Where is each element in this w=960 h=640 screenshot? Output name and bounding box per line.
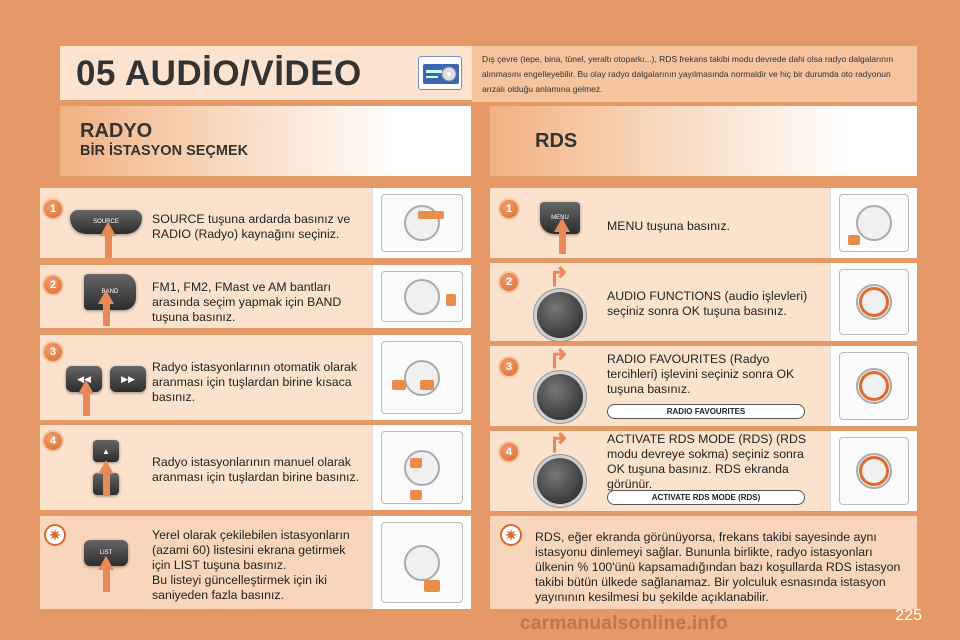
rds-step-4-number: 4 [500, 443, 518, 461]
rds-step-4-illustration [830, 431, 917, 511]
rds-step-2-text: AUDIO FUNCTIONS (audio işlevleri) seçini… [607, 289, 808, 318]
radio-step-2-text: FM1, FM2, FMast ve AM bantları arasında … [152, 280, 342, 324]
title-bar [60, 46, 472, 100]
rotate-arrow-icon: ↱ [548, 344, 570, 374]
radio-favourites-display: RADIO FAVOURITES [607, 404, 805, 419]
step-1-number: 1 [44, 200, 62, 218]
radio-step-4-illustration [372, 425, 471, 510]
seek-forward-button[interactable]: ▶▶ [110, 366, 146, 392]
rds-tip-text: RDS, eğer ekranda görünüyorsa, frekans t… [535, 530, 901, 604]
cd-media-icon [418, 56, 462, 90]
intro-note: Dış çevre (tepe, bina, tünel, yeraltı ot… [472, 46, 917, 102]
step-3-number: 3 [44, 343, 62, 361]
watermark: carmanualsonline.info [520, 613, 728, 634]
tip-lightbulb-icon: ✷ [500, 524, 522, 546]
rotate-arrow-icon: ↱ [548, 262, 570, 292]
rds-step-1-illustration [830, 188, 917, 258]
rds-section-header-shade [490, 106, 850, 176]
rds-step-3-text: RADIO FAVOURITES (Radyo tercihleri) işle… [607, 352, 795, 396]
page-title: 05 AUDİO/VİDEO [76, 54, 362, 93]
manual-up-button[interactable]: ▲ [93, 440, 119, 462]
rds-step-4-text: ACTIVATE RDS MODE (RDS) (RDS modu devrey… [607, 432, 807, 491]
rds-step-3-illustration [830, 346, 917, 426]
radio-step-2-illustration [372, 265, 471, 328]
press-arrow-icon [78, 380, 94, 416]
select-station-subheading: BİR İSTASYON SEÇMEK [80, 143, 249, 159]
radio-tip-illustration [372, 516, 471, 609]
radio-step-4-text: Radyo istasyonlarının manuel olarak aran… [152, 455, 360, 484]
press-arrow-icon [98, 556, 114, 592]
radio-tip-text: Yerel olarak çekilebilen istasyonların (… [152, 528, 350, 602]
radio-section-header-shade [60, 106, 400, 176]
press-arrow-icon [98, 290, 114, 326]
press-arrow-icon [554, 218, 570, 254]
ok-knob[interactable] [537, 458, 583, 504]
radio-step-1-text: SOURCE tuşuna ardarda basınız ve RADIO (… [152, 212, 351, 241]
radio-step-3-text: Radyo istasyonlarının otomatik olarak ar… [152, 360, 358, 404]
rds-tip-row [490, 516, 917, 609]
radio-heading: RADYO [80, 120, 153, 142]
press-arrow-icon [100, 222, 116, 258]
rds-step-2-illustration [830, 263, 917, 341]
rds-step-1-number: 1 [500, 200, 518, 218]
radio-step-4-row [40, 425, 372, 510]
step-4-number: 4 [44, 432, 62, 450]
activate-rds-display: ACTIVATE RDS MODE (RDS) [607, 490, 805, 505]
page-number: 225 [895, 607, 922, 624]
step-2-number: 2 [44, 276, 62, 294]
rotate-arrow-icon: ↱ [548, 428, 570, 458]
tip-lightbulb-icon: ✷ [44, 524, 66, 546]
rds-step-3-number: 3 [500, 358, 518, 376]
radio-step-1-illustration [372, 188, 471, 258]
ok-knob[interactable] [537, 374, 583, 420]
radio-step-3-illustration [372, 335, 471, 420]
rds-step-1-text: MENU tuşuna basınız. [607, 219, 731, 233]
rds-step-2-number: 2 [500, 273, 518, 291]
rds-heading: RDS [535, 130, 578, 152]
ok-knob[interactable] [537, 292, 583, 338]
press-arrow-icon [98, 460, 114, 496]
